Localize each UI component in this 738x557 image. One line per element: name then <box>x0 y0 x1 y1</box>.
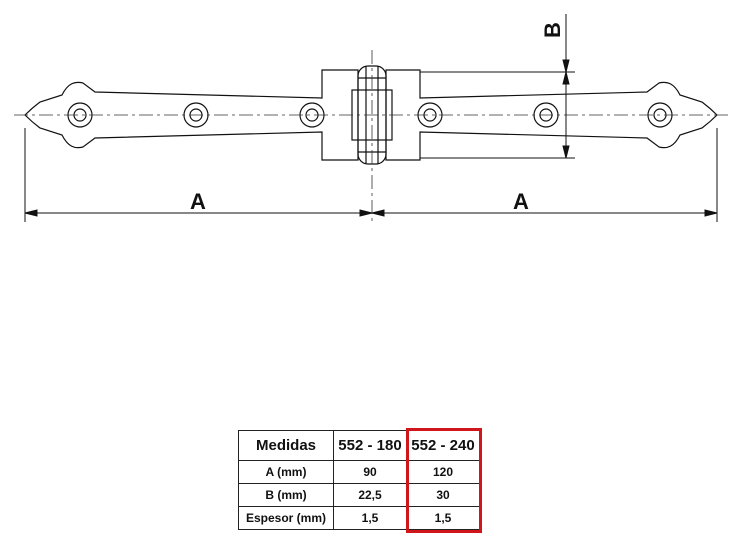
table-cell: 1,5 <box>333 506 407 530</box>
table-cell: 120 <box>406 460 480 484</box>
table-cell: 1,5 <box>406 506 480 530</box>
table-header-cell: 552 - 240 <box>406 430 480 461</box>
measurements-table: Medidas 552 - 180 552 - 240 A (mm) 90 12… <box>238 430 480 530</box>
table-row: A (mm) 90 120 <box>238 460 480 484</box>
table-row: B (mm) 22,5 30 <box>238 483 480 507</box>
table-cell: B (mm) <box>238 483 334 507</box>
hinge-technical-drawing: A A B <box>14 14 728 225</box>
table-cell: 90 <box>333 460 407 484</box>
left-hinge-leaf <box>24 69 359 161</box>
dimension-label-a-right: A <box>513 189 529 214</box>
table-header-cell: Medidas <box>238 430 334 461</box>
table-header-cell: 552 - 180 <box>333 430 407 461</box>
dimension-label-a-left: A <box>190 189 206 214</box>
table-cell: 30 <box>406 483 480 507</box>
table-row: Espesor (mm) 1,5 1,5 <box>238 506 480 530</box>
table-cell: 22,5 <box>333 483 407 507</box>
dimension-label-b: B <box>540 22 565 38</box>
table-header-row: Medidas 552 - 180 552 - 240 <box>238 430 480 461</box>
table-cell: Espesor (mm) <box>238 506 334 530</box>
table-cell: A (mm) <box>238 460 334 484</box>
